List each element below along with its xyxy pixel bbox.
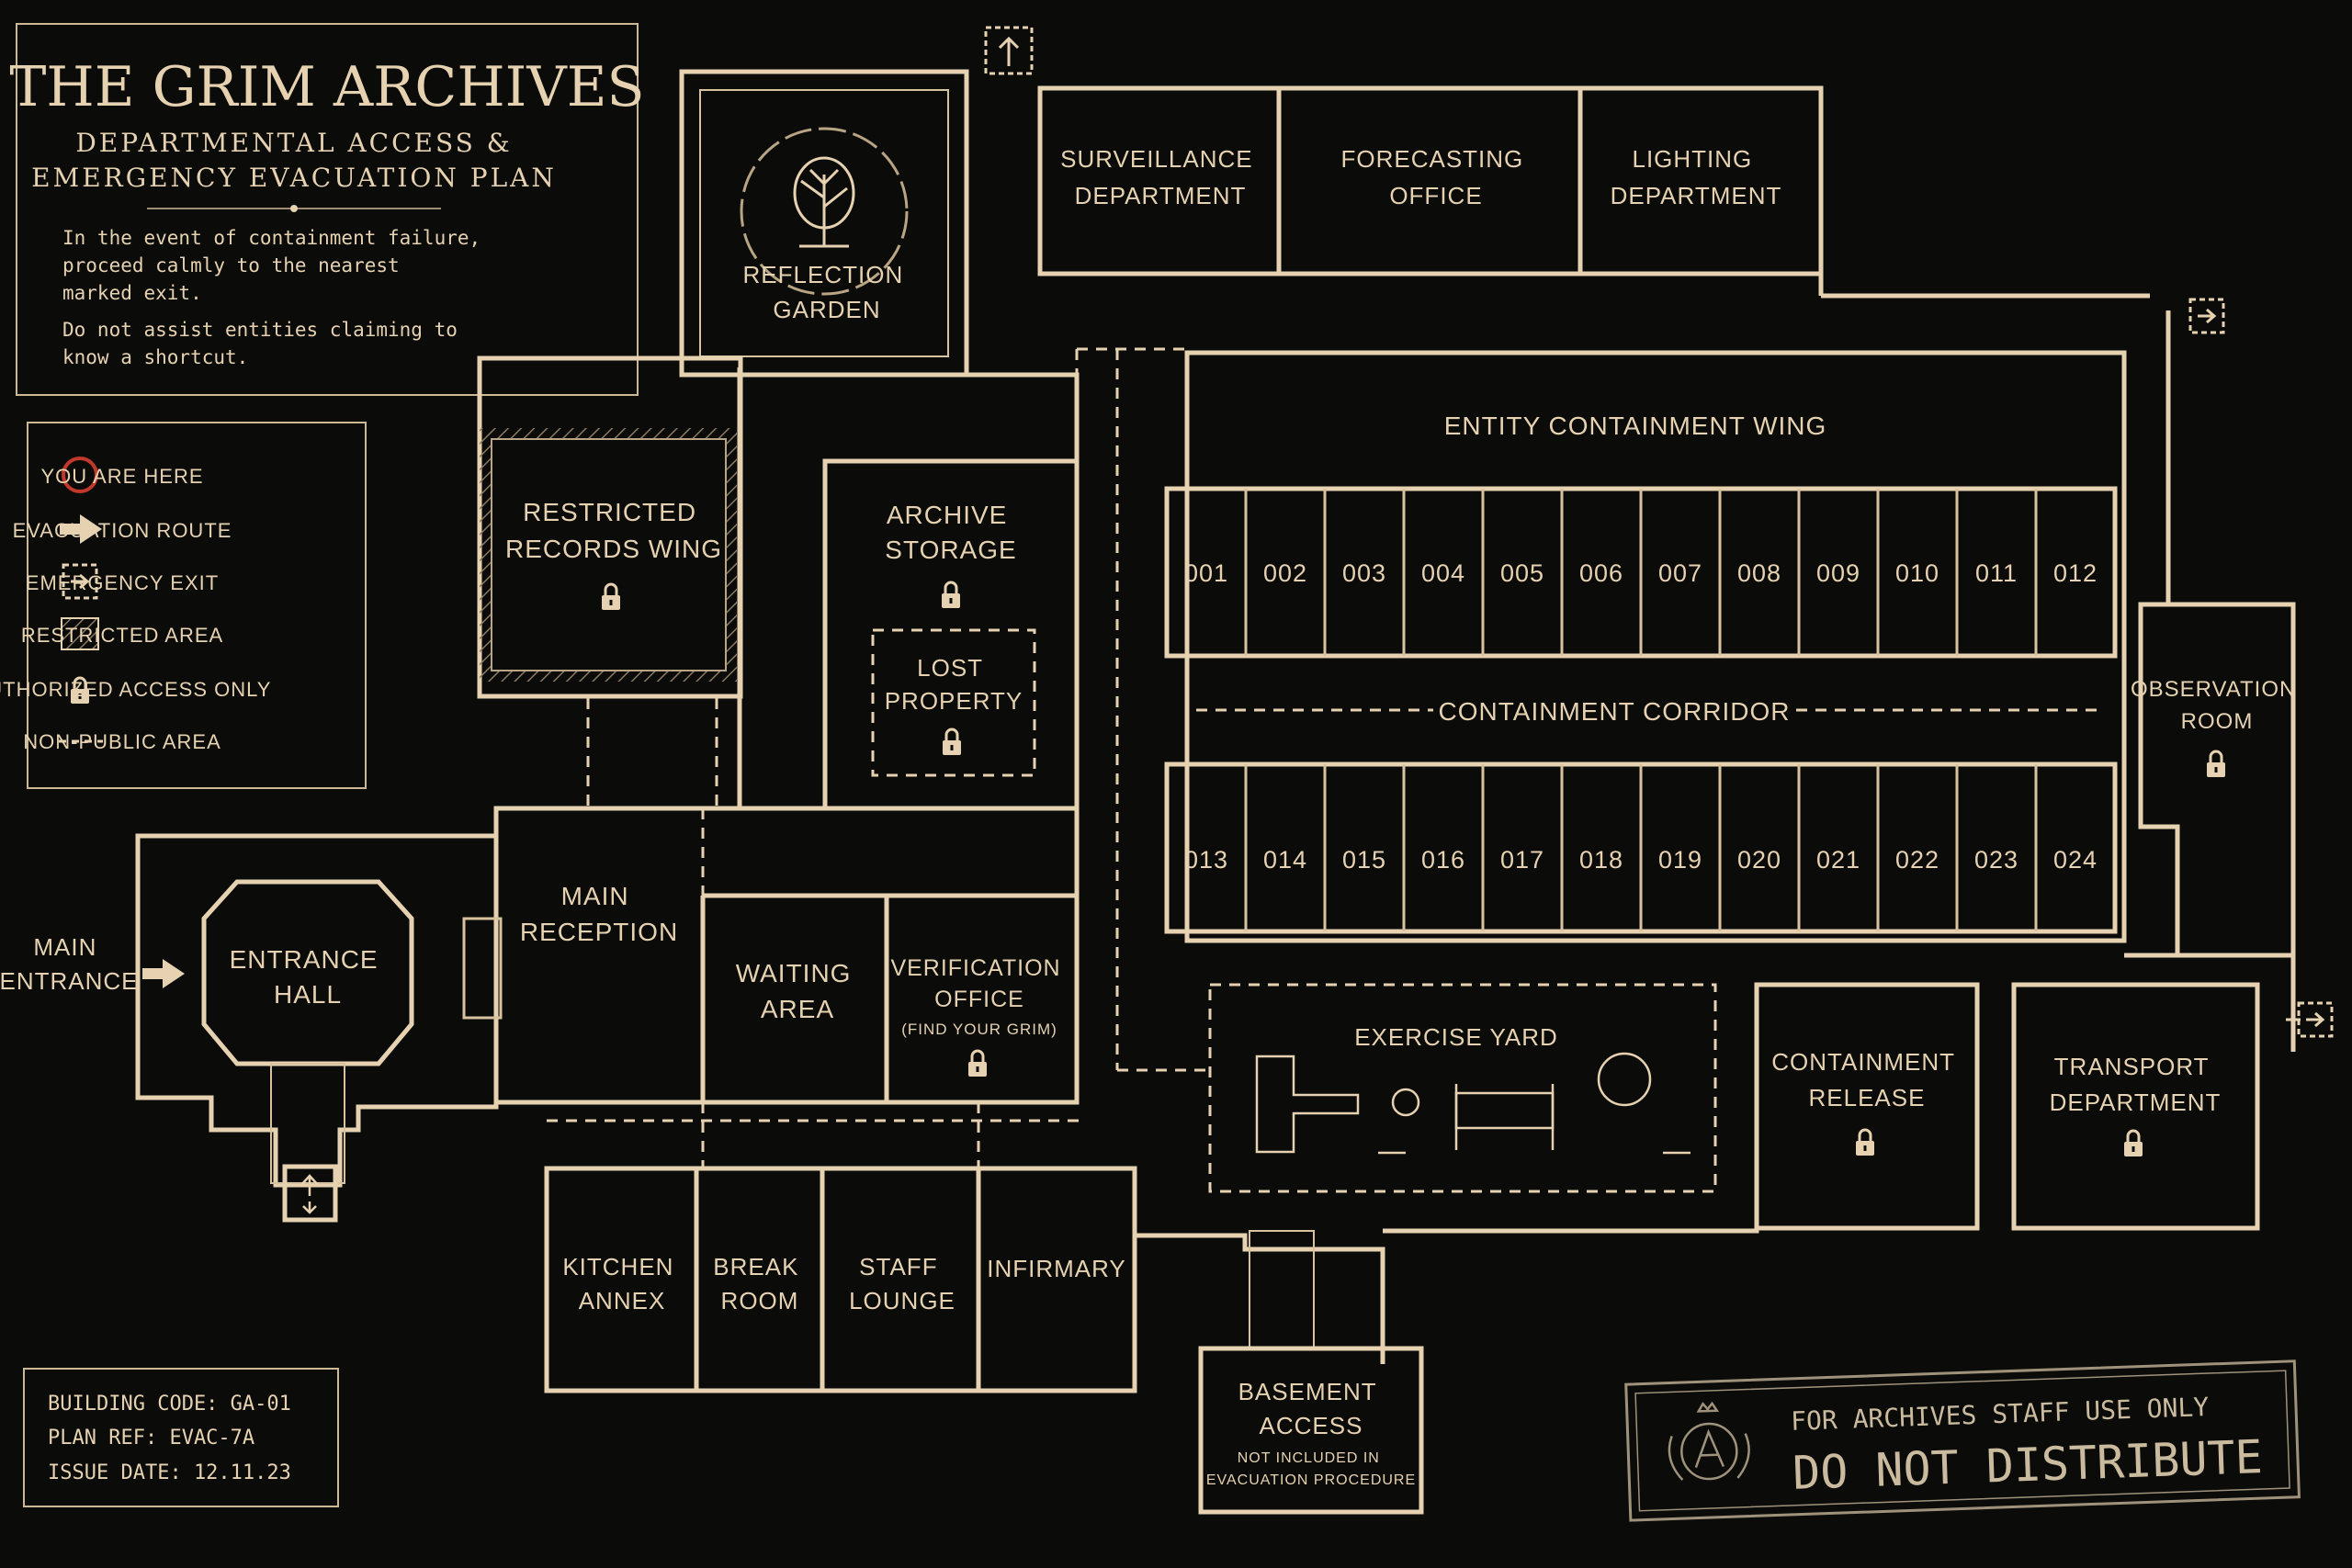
containment-release-label: CONTAINMENT RELEASE xyxy=(1771,1048,1962,1111)
plan-title: THE GRIM ARCHIVES xyxy=(9,55,644,119)
cell-label: 014 xyxy=(1263,846,1307,874)
you-are-here-icon xyxy=(62,457,98,493)
legend-authorized-access: AUTHORIZED ACCESS ONLY xyxy=(0,678,271,701)
shortcut-note: Do not assist entities claiming to know … xyxy=(62,319,469,368)
main-entrance-arrow-icon xyxy=(142,959,185,988)
observation-label: OBSERVATION ROOM xyxy=(2131,677,2303,734)
reception-block: MAIN RECEPTION WAITING AREA VERIFICATION… xyxy=(462,698,1080,1105)
entity-wing-label: ENTITY CONTAINMENT WING xyxy=(1444,412,1827,440)
cell-label: 021 xyxy=(1816,846,1860,874)
legend-restricted-area: RESTRICTED AREA xyxy=(21,624,223,647)
archive-lock-icon xyxy=(940,581,962,610)
legend-evacuation-route: EVACUATION ROUTE xyxy=(13,519,232,542)
waiting-area-label: WAITING AREA xyxy=(736,959,860,1023)
verification-office-label: VERIFICATION OFFICE xyxy=(890,955,1068,1012)
restricted-records-wing: RESTRICTED RECORDS WING xyxy=(477,355,743,699)
forecasting-label: FORECASTING OFFICE xyxy=(1340,145,1531,209)
basement-note: NOT INCLUDED IN EVACUATION PROCEDURE xyxy=(1206,1450,1416,1488)
containment-release-lock-icon xyxy=(1854,1128,1876,1157)
corridor-label: CONTAINMENT CORRIDOR xyxy=(1439,697,1791,726)
cell-label: 005 xyxy=(1500,559,1544,587)
transport-lock-icon xyxy=(2122,1129,2144,1158)
exercise-yard-label: EXERCISE YARD xyxy=(1354,1023,1558,1051)
cell-label: 023 xyxy=(1974,846,2018,874)
archive-storage: ARCHIVE STORAGE LOST PROPERTY xyxy=(682,347,1187,811)
cell-label: 010 xyxy=(1895,559,1939,587)
lost-property-lock-icon xyxy=(941,728,963,757)
distribution-stamp: FOR ARCHIVES STAFF USE ONLY DO NOT DISTR… xyxy=(1624,1359,2301,1522)
exercise-yard: EXERCISE YARD xyxy=(1115,349,1717,1193)
legend-non-public: NON-PUBLIC AREA xyxy=(23,730,221,753)
plan-subtitle-2: EMERGENCY EVACUATION PLAN xyxy=(31,163,557,193)
lost-property-label: LOST PROPERTY xyxy=(885,654,1023,715)
right-bottom-exit xyxy=(2286,1001,2334,1038)
verification-lock-icon xyxy=(967,1049,989,1078)
reflection-garden: REFLECTION GARDEN xyxy=(679,69,969,378)
building-info: BUILDING CODE: GA-01 PLAN REF: EVAC-7A I… xyxy=(23,1368,339,1507)
crest-icon xyxy=(1668,1401,1750,1481)
staff-block: KITCHEN ANNEX BREAK ROOM STAFF LOUNGE IN… xyxy=(544,1102,1385,1393)
cell-label: 022 xyxy=(1895,846,1939,874)
kitchen-annex-label: KITCHEN ANNEX xyxy=(562,1253,681,1314)
cell-label: 016 xyxy=(1421,846,1465,874)
containment-cells: 001 002 003 004 005 006 007 008 009 010 011 012 013 0… xyxy=(1184,489,2098,931)
south-east-block: CONTAINMENT RELEASE TRANSPORT DEPARTMENT xyxy=(1383,953,2296,1234)
cell-label: 019 xyxy=(1658,846,1702,874)
cell-label: 001 xyxy=(1184,559,1228,587)
infirmary-label: INFIRMARY xyxy=(987,1255,1126,1282)
cell-label: 015 xyxy=(1342,846,1386,874)
cell-label: 024 xyxy=(2053,846,2098,874)
issue-date: ISSUE DATE: 12.11.23 xyxy=(48,1461,291,1484)
top-emergency-exit xyxy=(984,26,1034,75)
cell-label: 003 xyxy=(1342,559,1386,587)
basement-label: BASEMENT ACCESS xyxy=(1238,1378,1385,1439)
basement-access: BASEMENT ACCESS NOT INCLUDED IN EVACUATI… xyxy=(1198,1230,1424,1515)
stamp-staff-only: FOR ARCHIVES STAFF USE ONLY xyxy=(1791,1392,2210,1437)
building-code: BUILDING CODE: GA-01 xyxy=(48,1393,291,1416)
staff-lounge-label: STAFF LOUNGE xyxy=(849,1253,956,1314)
archive-storage-label: ARCHIVE STORAGE xyxy=(885,501,1016,564)
right-top-exit xyxy=(2188,298,2225,334)
legend-you-are-here: YOU ARE HERE xyxy=(40,465,203,488)
cell-label: 011 xyxy=(1975,559,2018,587)
main-entrance-label: MAIN ENTRANCE xyxy=(0,933,139,995)
lighting-label: LIGHTING DEPARTMENT xyxy=(1611,145,1782,209)
top-departments: SURVEILLANCE DEPARTMENT FORECASTING OFFI… xyxy=(1037,85,2150,299)
break-room-label: BREAK ROOM xyxy=(713,1253,806,1314)
stamp-do-not-distribute: DO NOT DISTRIBUTE xyxy=(1792,1430,2263,1500)
main-reception-label: MAIN RECEPTION xyxy=(520,882,678,946)
restricted-records-label: RESTRICTED RECORDS WING xyxy=(505,498,722,563)
legend-emergency-exit: EMERGENCY EXIT xyxy=(26,571,219,594)
verification-subnote: (FIND YOUR GRIM) xyxy=(901,1021,1057,1038)
cell-label: 009 xyxy=(1816,559,1860,587)
cell-label: 018 xyxy=(1579,846,1623,874)
plan-subtitle-1: DEPARTMENTAL ACCESS & xyxy=(75,128,512,158)
cell-label: 020 xyxy=(1737,846,1781,874)
cell-label: 007 xyxy=(1658,559,1702,587)
entrance-hall-label: ENTRANCE HALL xyxy=(230,945,387,1009)
reflection-garden-label: REFLECTION GARDEN xyxy=(743,261,911,323)
legend: YOU ARE HERE EVACUATION ROUTE EMERGENCY … xyxy=(0,422,367,789)
restricted-hatch-icon xyxy=(61,617,99,650)
cell-label: 012 xyxy=(2053,559,2098,587)
cell-label: 013 xyxy=(1184,846,1228,874)
title-block: THE GRIM ARCHIVES DEPARTMENTAL ACCESS & … xyxy=(9,23,645,396)
surveillance-label: SURVEILLANCE DEPARTMENT xyxy=(1060,145,1261,209)
cell-label: 006 xyxy=(1579,559,1623,587)
cell-label: 004 xyxy=(1421,559,1465,587)
entrance-hall: ENTRANCE HALL xyxy=(135,833,499,1223)
transport-label: TRANSPORT DEPARTMENT xyxy=(2050,1053,2222,1116)
cell-label: 017 xyxy=(1500,846,1544,874)
observation-lock-icon xyxy=(2205,750,2227,779)
cell-label: 008 xyxy=(1737,559,1781,587)
main-entrance: MAIN ENTRANCE xyxy=(0,933,185,995)
observation-room: OBSERVATION ROOM xyxy=(2131,310,2303,958)
tree-icon xyxy=(793,156,855,248)
cell-label: 002 xyxy=(1263,559,1307,587)
exercise-equipment-icon xyxy=(1255,1052,1690,1155)
containment-note: In the event of containment failure, pro… xyxy=(62,227,492,304)
plan-ref: PLAN REF: EVAC-7A xyxy=(48,1427,254,1450)
